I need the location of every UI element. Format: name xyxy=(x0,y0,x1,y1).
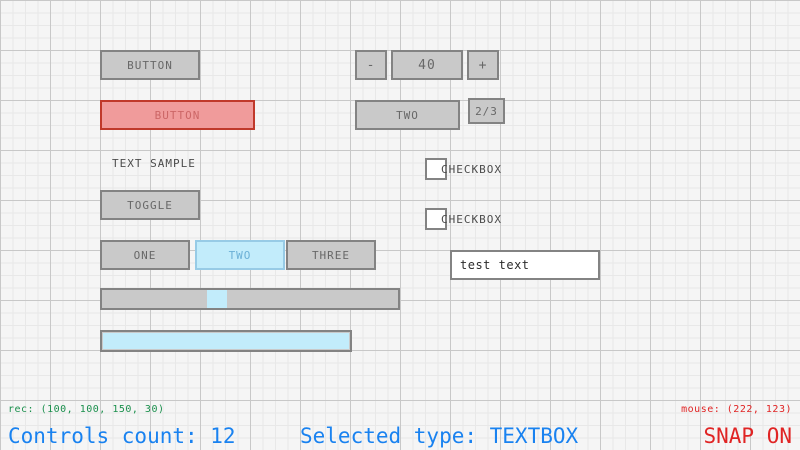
status-selected-type: Selected type: TEXTBOX xyxy=(300,424,579,448)
checkbox-2-label: CHECKBOX xyxy=(441,213,502,226)
button-normal[interactable]: BUTTON xyxy=(100,50,200,80)
slider-handle[interactable] xyxy=(207,290,227,308)
progress-bar-fill xyxy=(103,333,349,349)
dropdown-page-indicator[interactable]: 2/3 xyxy=(468,98,505,124)
textbox-input[interactable]: test text xyxy=(450,250,600,280)
spinner-increment-button[interactable]: + xyxy=(467,50,499,80)
dropdown-selected-value[interactable]: TWO xyxy=(355,100,460,130)
slider-track[interactable] xyxy=(100,288,400,310)
status-controls-count: Controls count: 12 xyxy=(8,424,236,448)
toggle-group-item-one[interactable]: ONE xyxy=(100,240,190,270)
button-focused[interactable]: BUTTON xyxy=(100,100,255,130)
label-text-sample: TEXT SAMPLE xyxy=(112,157,196,170)
checkbox-1-label: CHECKBOX xyxy=(441,163,502,176)
toggle-group-item-two[interactable]: TWO xyxy=(195,240,285,270)
spinner-decrement-button[interactable]: - xyxy=(355,50,387,80)
progress-bar-track xyxy=(100,330,352,352)
spinner-value[interactable]: 40 xyxy=(391,50,463,80)
status-snap: SNAP ON xyxy=(703,424,792,448)
toggle-button[interactable]: TOGGLE xyxy=(100,190,200,220)
checkbox-2[interactable] xyxy=(425,208,447,230)
status-rec: rec: (100, 100, 150, 30) xyxy=(8,404,165,415)
status-mouse: mouse: (222, 123) xyxy=(681,404,792,415)
toggle-group-item-three[interactable]: THREE xyxy=(286,240,376,270)
checkbox-1[interactable] xyxy=(425,158,447,180)
